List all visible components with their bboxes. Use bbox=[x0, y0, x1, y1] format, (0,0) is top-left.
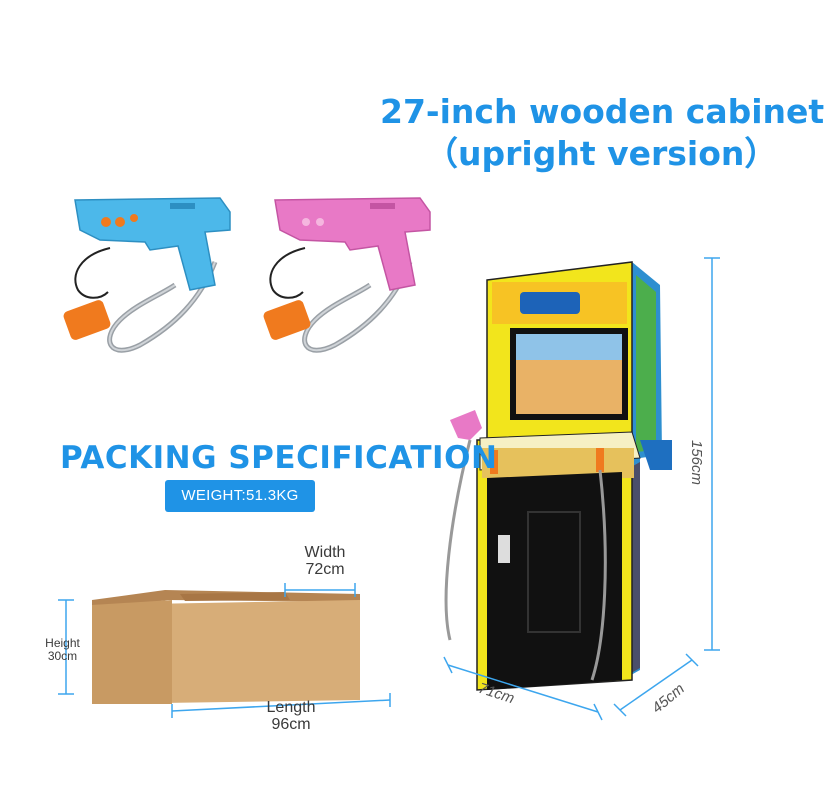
packing-specification-title: PACKING SPECIFICATION bbox=[60, 440, 498, 476]
cabinet-dimension-lines bbox=[443, 257, 720, 721]
box-length-label: Length 96cm bbox=[255, 699, 327, 734]
blue-light-gun-image bbox=[63, 197, 231, 353]
cardboard-box-image bbox=[92, 590, 360, 704]
box-length-caption: Length bbox=[266, 699, 316, 716]
box-length-value: 96cm bbox=[271, 715, 311, 733]
box-dimension-lines bbox=[58, 583, 391, 718]
cabinet-title: 27-inch wooden cabinet bbox=[380, 92, 824, 131]
cabinet-subtitle: （upright version） bbox=[425, 134, 778, 173]
arcade-cabinet-image bbox=[444, 261, 672, 691]
weight-badge: WEIGHT:51.3KG bbox=[165, 480, 315, 512]
pink-light-gun-image bbox=[263, 197, 431, 353]
box-width-caption: Width bbox=[304, 544, 346, 561]
cabinet-height-label: 156cm bbox=[688, 440, 705, 486]
box-height-label: Height 30cm bbox=[35, 637, 90, 662]
box-height-value: 30cm bbox=[47, 648, 78, 663]
box-width-value: 72cm bbox=[305, 560, 345, 578]
product-illustration bbox=[58, 197, 720, 721]
box-width-label: Width 72cm bbox=[290, 544, 360, 579]
box-height-caption: Height bbox=[45, 636, 80, 650]
